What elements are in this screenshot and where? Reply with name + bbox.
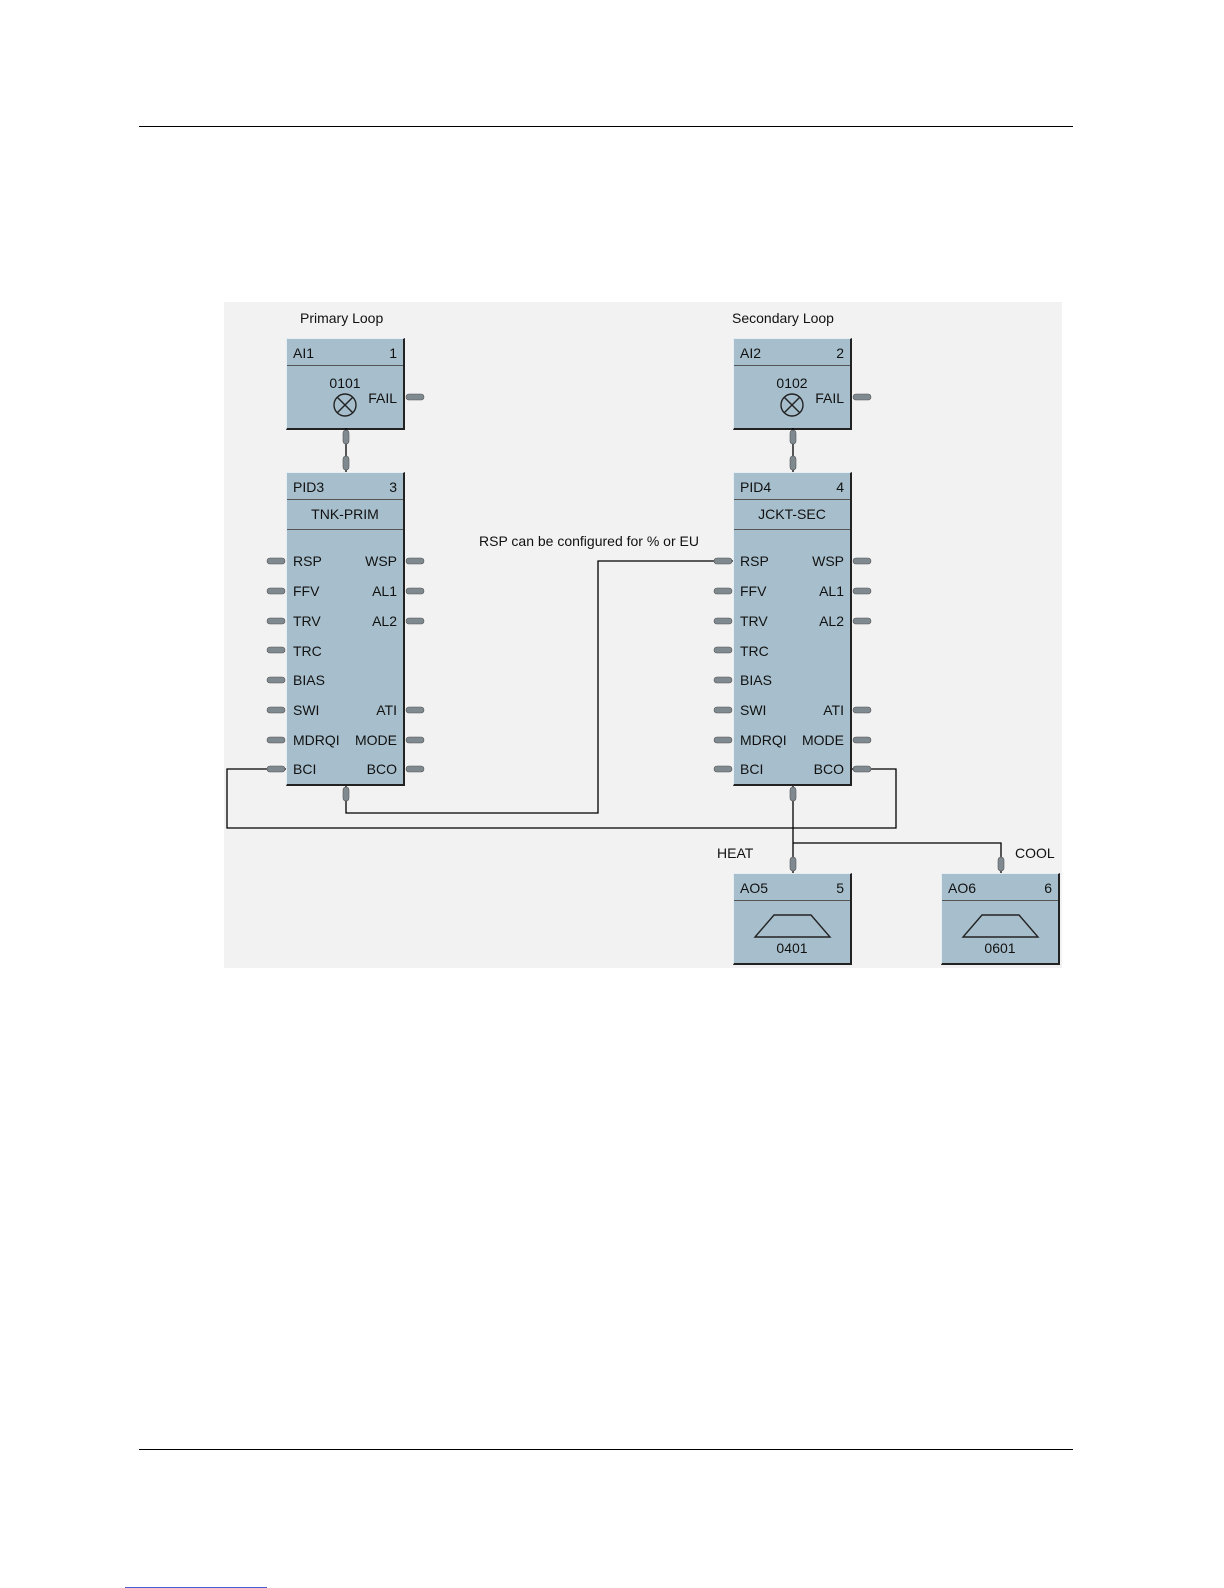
left-pin[interactable] (267, 677, 285, 683)
valve-icons (755, 915, 1038, 937)
right-pin[interactable] (853, 588, 871, 594)
left-pin[interactable] (267, 766, 285, 772)
left-pin[interactable] (714, 707, 732, 713)
left-pin[interactable] (714, 766, 732, 772)
pin-stubs (267, 394, 1004, 871)
ai-output-pin[interactable] (790, 430, 796, 444)
left-pin[interactable] (267, 558, 285, 564)
right-pin[interactable] (853, 707, 871, 713)
wire-pid4-out-cool (793, 843, 1001, 873)
pid-output-pin[interactable] (790, 787, 796, 801)
valve-icon (755, 915, 830, 937)
left-pin[interactable] (714, 558, 732, 564)
pid-input-pin[interactable] (790, 456, 796, 470)
right-pin[interactable] (406, 737, 424, 743)
pid-input-pin[interactable] (343, 456, 349, 470)
fail-output-pin[interactable] (853, 394, 871, 400)
left-pin[interactable] (714, 677, 732, 683)
right-pin[interactable] (406, 588, 424, 594)
left-pin[interactable] (267, 588, 285, 594)
sensor-icons (334, 394, 803, 416)
left-pin[interactable] (714, 588, 732, 594)
wire-pid3-out-to-pid4-rsp (346, 561, 733, 813)
right-pin[interactable] (853, 618, 871, 624)
right-pin[interactable] (853, 737, 871, 743)
pid-output-pin[interactable] (343, 787, 349, 801)
left-pin[interactable] (714, 647, 732, 653)
ai-output-pin[interactable] (343, 430, 349, 444)
left-pin[interactable] (267, 707, 285, 713)
right-pin[interactable] (406, 558, 424, 564)
right-pin[interactable] (406, 707, 424, 713)
ao-input-pin[interactable] (790, 857, 796, 871)
valve-icon (963, 915, 1038, 937)
ao-input-pin[interactable] (998, 857, 1004, 871)
left-pin[interactable] (267, 647, 285, 653)
right-pin[interactable] (853, 558, 871, 564)
right-pin[interactable] (406, 766, 424, 772)
right-pin[interactable] (853, 766, 871, 772)
left-pin[interactable] (267, 618, 285, 624)
fail-output-pin[interactable] (406, 394, 424, 400)
wires (227, 428, 1001, 873)
left-pin[interactable] (714, 618, 732, 624)
right-pin[interactable] (406, 618, 424, 624)
left-pin[interactable] (267, 737, 285, 743)
left-pin[interactable] (714, 737, 732, 743)
